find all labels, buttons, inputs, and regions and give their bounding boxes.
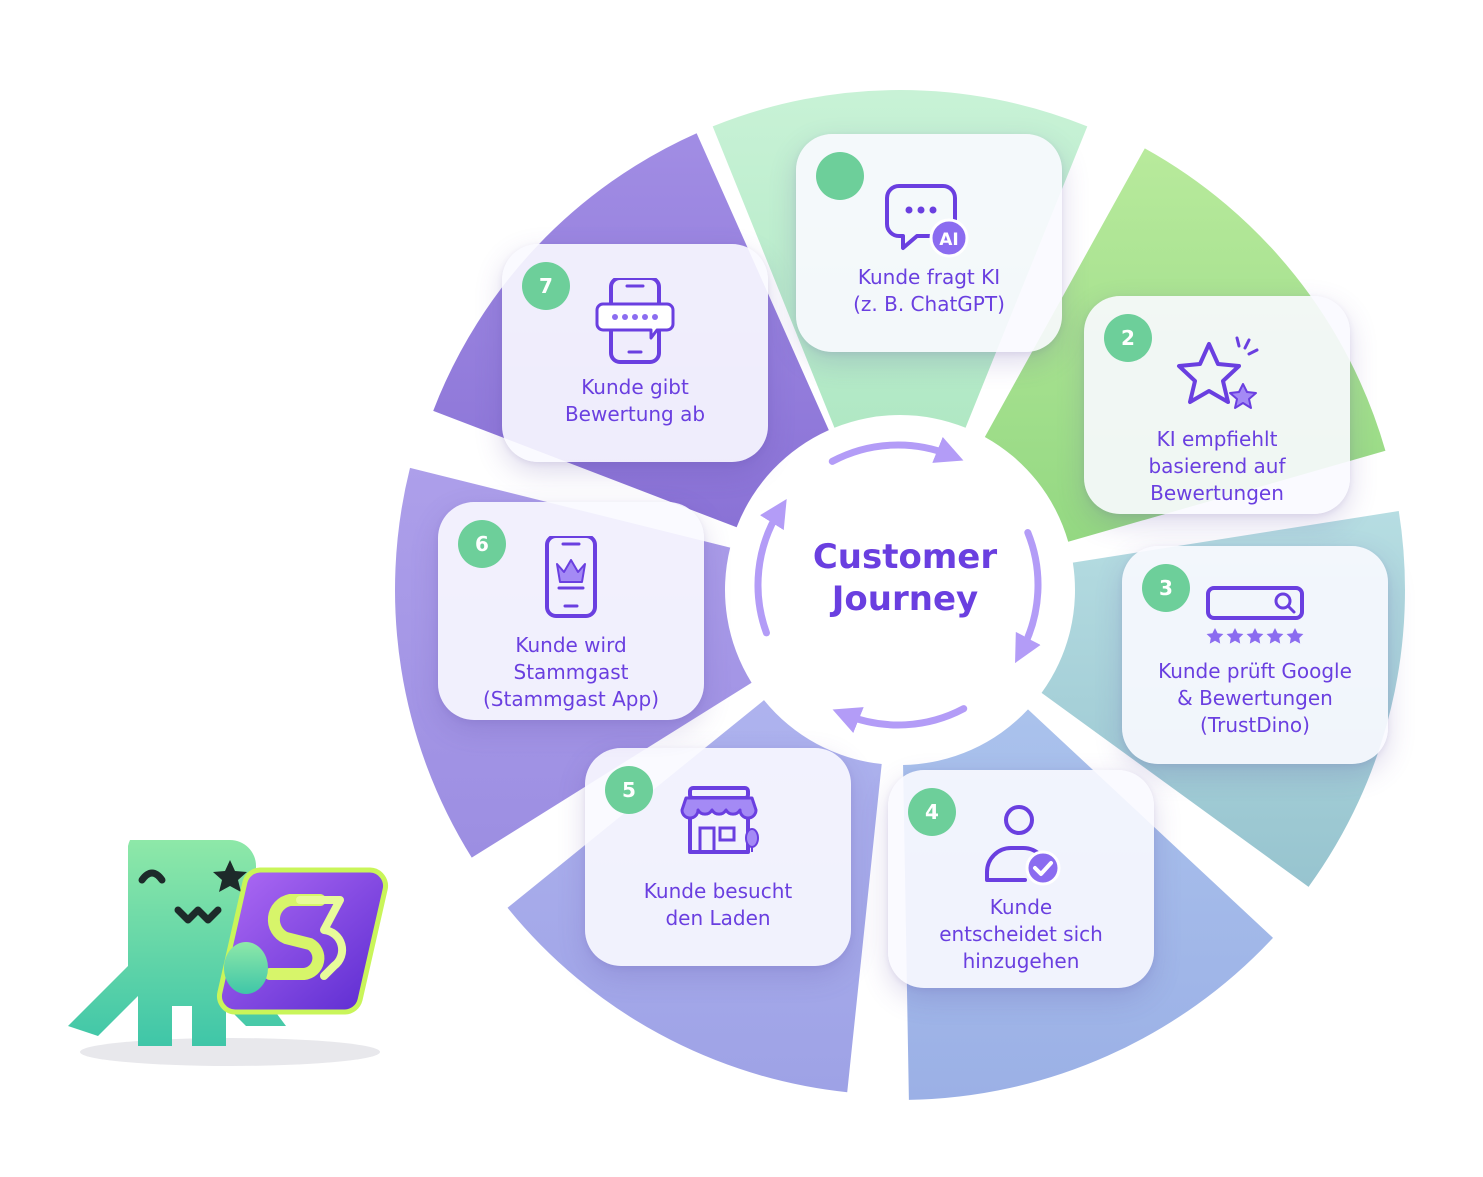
cycle-arrow-bottom (832, 705, 968, 734)
step-card-6: 6 Kunde wird Stammgast (Stammgast App) (438, 502, 704, 720)
step-card-5: 5 Kunde besucht den Laden (585, 748, 851, 966)
step-label: Kunde fragt KI (z. B. ChatGPT) (853, 265, 1005, 316)
step-label: Kunde prüft Google & Bewertungen (TrustD… (1158, 659, 1352, 737)
step-badge: 3 (1142, 564, 1190, 612)
cycle-arrow-right (1015, 529, 1042, 664)
search-stars-icon (1205, 580, 1305, 676)
center-title-line1: Customer (812, 537, 998, 577)
step-label: Kunde gibt Bewertung ab (564, 375, 706, 426)
cycle-arrow-left (754, 498, 787, 637)
star-sparkle-icon (1167, 330, 1267, 426)
step-label: KI empfiehlt basierend auf Bewertungen (1148, 427, 1286, 505)
storefront-icon (668, 782, 768, 878)
step-label: Kunde wird Stammgast (Stammgast App) (482, 633, 659, 711)
cycle-arrow-top (828, 436, 964, 465)
step-badge: 4 (908, 788, 956, 836)
step-label: Kunde besucht den Laden (643, 879, 793, 930)
ai-chat-icon: AI (879, 168, 979, 264)
step-label: Kunde entscheidet sich hinzugehen (939, 895, 1103, 973)
phone-review-icon (585, 278, 685, 374)
step-badge: 5 (605, 766, 653, 814)
step-badge (816, 152, 864, 200)
svg-text:AI: AI (939, 230, 958, 250)
center-title-line2: Journey (831, 579, 979, 619)
center-circle (732, 426, 1068, 762)
step-badge: 6 (458, 520, 506, 568)
phone-crown-icon (521, 536, 621, 632)
step-card-3: 3 Kunde prüft Google & Bewertungen (Trus… (1122, 546, 1388, 764)
step-card-7: 7 Kunde gibt Bewertung ab (502, 244, 768, 462)
step-card-4: 4 Kunde entscheidet sich hinzugehen (888, 770, 1154, 988)
dino-mascot-icon (50, 820, 410, 1090)
step-card-1: AI Kunde fragt KI (z. B. ChatGPT) (796, 134, 1062, 352)
center-title: Customer Journey (760, 536, 1050, 620)
step-card-2: 2 KI empfiehlt basierend auf Bewertungen (1084, 296, 1350, 514)
user-check-icon (971, 804, 1071, 900)
step-badge: 7 (522, 262, 570, 310)
step-badge: 2 (1104, 314, 1152, 362)
